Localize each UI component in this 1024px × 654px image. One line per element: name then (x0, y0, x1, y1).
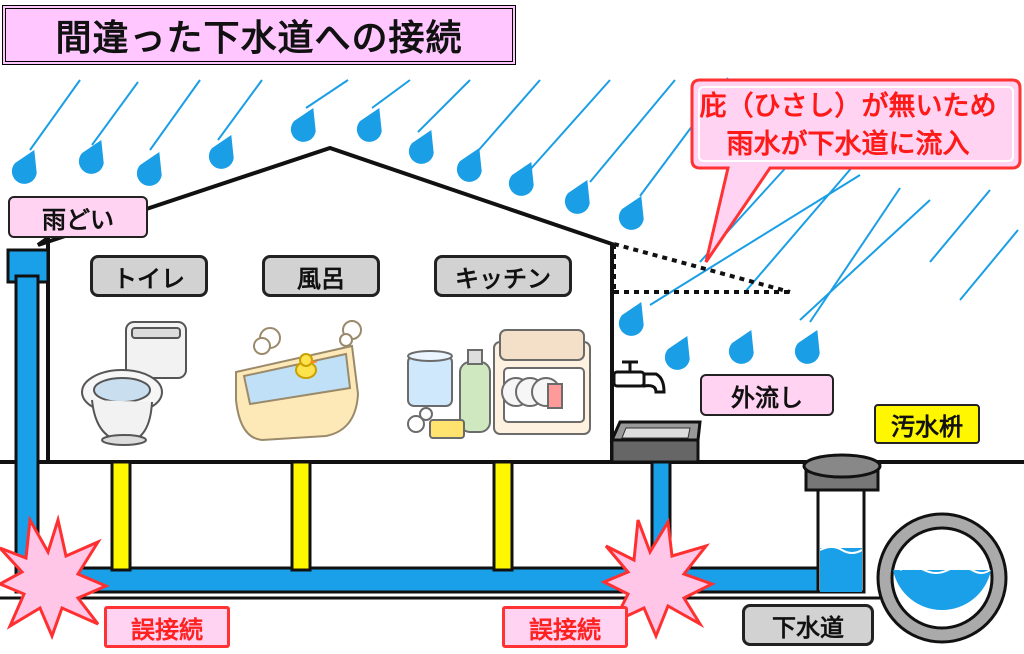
misconnection-burst-left (0, 514, 110, 641)
gutter-downpipe (6, 248, 50, 578)
faucet-icon (612, 360, 666, 394)
label-bath: 風呂 (262, 255, 380, 297)
main-drain-pipe (14, 566, 848, 594)
callout-bubble (690, 78, 1022, 263)
callout-line-1: 庇（ひさし）が無いため (699, 91, 997, 122)
page-title: 間違った下水道への接続 (2, 5, 516, 65)
outdoor-sink (609, 420, 702, 464)
label-kitchen: キッチン (434, 255, 572, 297)
callout-text: 庇（ひさし）が無いため 雨水が下水道に流入 (690, 88, 1006, 164)
label-misconnection-right: 誤接続 (502, 606, 628, 648)
bathtub-icon (235, 320, 362, 442)
sewage-basin (802, 453, 882, 594)
misconnection-burst-right (600, 517, 716, 640)
label-sewer: 下水道 (742, 604, 874, 646)
label-sewage-basin: 汚水枡 (874, 404, 980, 444)
callout-line-2: 雨水が下水道に流入 (726, 129, 970, 160)
label-outdoor-sink: 外流し (700, 374, 834, 416)
missing-eave-outline (612, 242, 791, 294)
toilet-icon (81, 321, 187, 446)
kitchen-items-icon (407, 329, 591, 439)
house-drain-risers (110, 460, 514, 572)
label-misconnection-left: 誤接続 (104, 606, 230, 648)
label-toilet: トイレ (90, 255, 208, 297)
sewer-main-pipe (876, 512, 1008, 644)
label-gutter: 雨どい (8, 196, 148, 238)
